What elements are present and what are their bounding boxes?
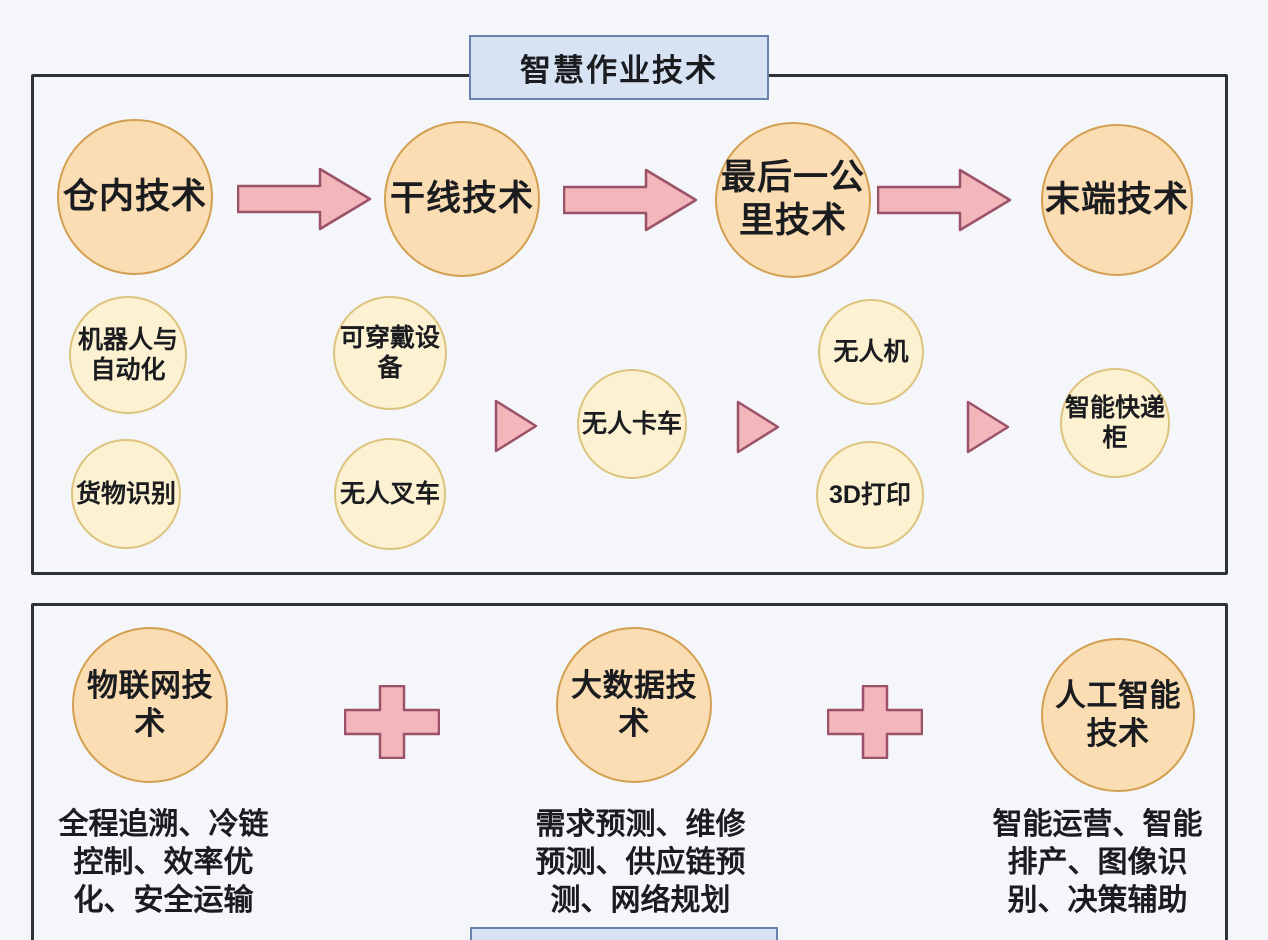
sub-node-drone: 无人机: [818, 299, 924, 405]
section1-title: 智慧作业技术: [520, 53, 718, 88]
bottom-node-iot-tech: 物联网技术: [72, 627, 228, 783]
sub-node-wearable-devices: 可穿戴设备: [333, 296, 447, 410]
triangle-arrow-icon: [736, 400, 780, 454]
bottom-node-ai-tech: 人工智能技术: [1041, 638, 1195, 792]
section2-panel: [31, 603, 1228, 940]
plus-icon: [827, 685, 923, 759]
flow-arrow-icon: [563, 168, 698, 232]
main-node-last-mile-tech: 最后一公里技术: [715, 122, 871, 278]
section1-title-box: 智慧作业技术: [469, 35, 769, 100]
big-data-tech-details: 需求预测、维修预测、供应链预测、网络规划: [535, 808, 746, 917]
sub-node-unmanned-truck: 无人卡车: [577, 369, 687, 479]
triangle-arrow-icon: [966, 400, 1010, 454]
sub-node-robotics-automation: 机器人与自动化: [69, 296, 187, 414]
sub-node-3d-printing: 3D打印: [816, 441, 924, 549]
sub-node-cargo-recognition: 货物识别: [71, 439, 181, 549]
sub-node-unmanned-forklift: 无人叉车: [334, 438, 446, 550]
flow-arrow-icon: [877, 168, 1012, 232]
main-node-trunk-line-tech: 干线技术: [384, 121, 540, 277]
plus-icon: [344, 685, 440, 759]
bottom-node-big-data-tech: 大数据技术: [556, 627, 712, 783]
ai-tech-details: 智能运营、智能排产、图像识别、决策辅助: [992, 808, 1203, 917]
main-node-warehouse-tech: 仓内技术: [57, 119, 213, 275]
iot-tech-details: 全程追溯、冷链控制、效率优化、安全运输: [58, 808, 269, 917]
section1-panel: [31, 74, 1228, 575]
main-node-terminal-tech: 末端技术: [1041, 124, 1193, 276]
triangle-arrow-icon: [494, 399, 538, 453]
flow-arrow-icon: [237, 167, 372, 231]
next-section-title-box-partial: [470, 927, 778, 940]
sub-node-smart-parcel-locker: 智能快递柜: [1060, 368, 1170, 478]
